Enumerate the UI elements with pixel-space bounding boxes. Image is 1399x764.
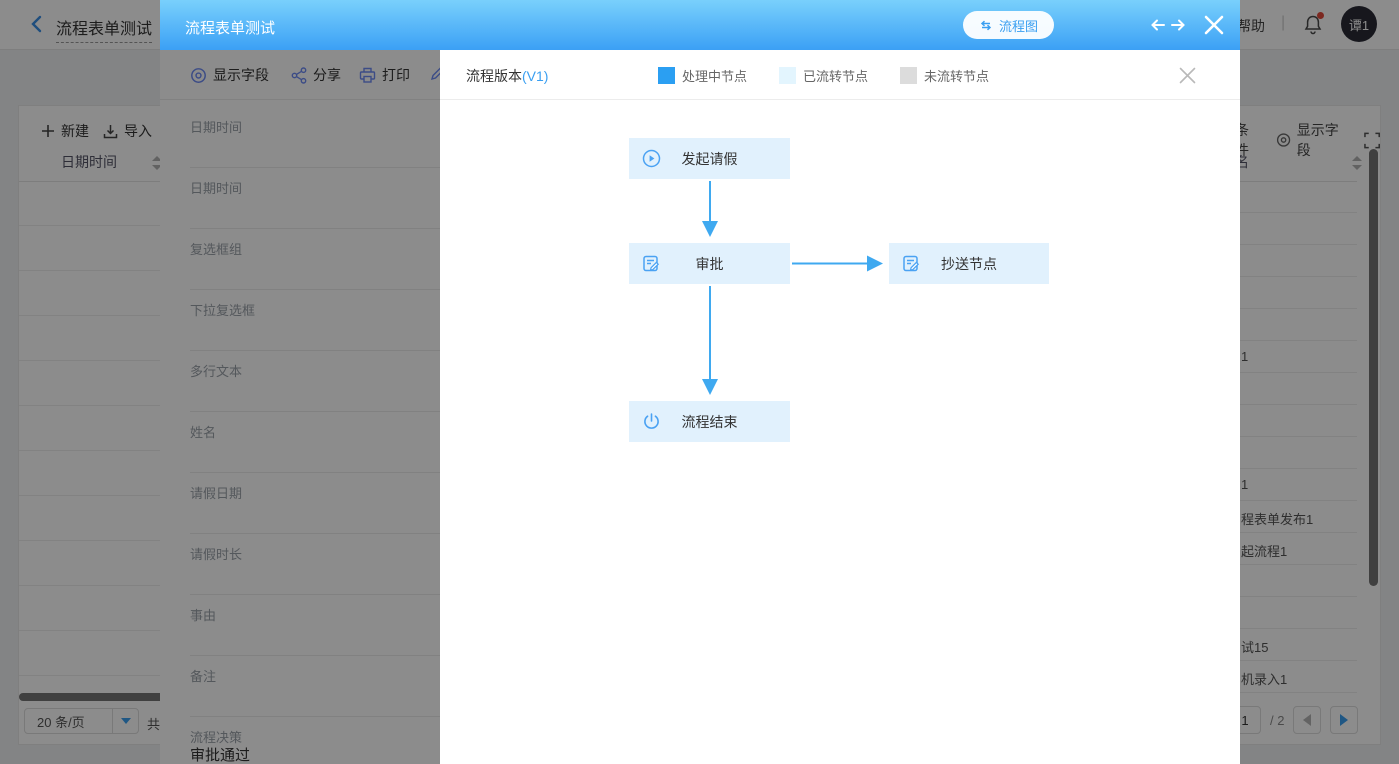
flow-chart-modal: 流程版本(V1) 处理中节点 已流转节点 未流转节点	[440, 50, 1240, 764]
help-link[interactable]: 帮助	[1237, 18, 1265, 34]
field-label: 复选框组	[190, 242, 243, 257]
sort-icon[interactable]	[1351, 156, 1363, 170]
close-icon	[1204, 15, 1224, 35]
flow-node-cc: 抄送节点	[889, 243, 1049, 284]
field-label: 日期时间	[190, 181, 243, 196]
close-icon	[1179, 67, 1196, 84]
field-label: 请假日期	[190, 486, 243, 501]
play-circle-icon	[642, 149, 661, 168]
flow-legend: 处理中节点 已流转节点 未流转节点	[658, 50, 989, 100]
field-label: 下拉复选框	[190, 303, 256, 318]
table-cell: 1	[1241, 477, 1249, 492]
import-icon	[103, 124, 118, 138]
share-icon	[291, 66, 307, 84]
expand-arrows-icon	[1151, 19, 1185, 31]
table-cell: 1	[1241, 349, 1249, 364]
legend-swatch-pending	[900, 66, 918, 84]
sort-icon[interactable]	[151, 156, 163, 170]
flow-node-approval: 审批	[629, 243, 790, 284]
select-caret	[112, 709, 138, 733]
flow-node-label: 抄送节点	[941, 255, 997, 272]
decision-value: 审批通过	[190, 747, 251, 764]
legend-item-passed: 已流转节点	[779, 66, 868, 85]
horizontal-scrollbar[interactable]	[19, 693, 167, 701]
legend-swatch-processing	[658, 66, 675, 84]
import-button[interactable]: 导入	[103, 118, 152, 144]
prev-page-button[interactable]	[1293, 706, 1322, 734]
share-button[interactable]: 分享	[291, 65, 341, 85]
total-pages-label: / 2	[1270, 712, 1285, 728]
eye-icon	[190, 67, 207, 84]
field-label: 事由	[190, 608, 217, 623]
show-fields-button[interactable]: 显示字段	[190, 65, 269, 85]
field-label: 日期时间	[190, 120, 243, 135]
field-label: 备注	[190, 669, 217, 684]
page-size-value: 20 条/页	[37, 714, 85, 730]
panel-close-button[interactable]	[1202, 13, 1226, 37]
panel-title: 流程表单测试	[185, 20, 276, 37]
field-label: 多行文本	[190, 364, 243, 379]
legend-item-processing: 处理中节点	[658, 66, 747, 85]
notification-bell[interactable]	[1303, 12, 1324, 36]
field-label: 流程决策	[190, 730, 243, 745]
caret-down-icon	[120, 718, 131, 724]
fullscreen-icon[interactable]	[1364, 132, 1380, 149]
page-size-select[interactable]: 20 条/页	[24, 708, 139, 734]
legend-item-pending: 未流转节点	[900, 66, 989, 85]
total-count-label: 共	[147, 717, 161, 732]
flow-chart-button[interactable]: 流程图	[963, 11, 1055, 39]
plus-icon	[42, 125, 54, 137]
edit-doc-icon	[642, 254, 661, 273]
eye-icon	[1276, 133, 1290, 147]
legend-swatch-passed	[779, 66, 797, 84]
edit-doc-icon	[902, 254, 921, 273]
field-label: 请假时长	[190, 547, 243, 562]
show-fields-button[interactable]: 显示字段	[1276, 120, 1350, 160]
flow-chart-button-label: 流程图	[999, 18, 1039, 34]
prev-icon	[1303, 714, 1312, 726]
notification-dot	[1317, 12, 1324, 19]
panel-header: 流程表单测试 流程图	[160, 0, 1240, 50]
vertical-scrollbar[interactable]	[1369, 149, 1378, 586]
flow-node-label: 流程结束	[681, 413, 738, 430]
chevron-left-icon	[31, 15, 42, 33]
flow-node-label: 发起请假	[681, 150, 738, 167]
new-record-button[interactable]: 新建	[41, 118, 89, 144]
power-icon	[642, 412, 661, 431]
expand-panel-button[interactable]	[1150, 15, 1186, 35]
print-button[interactable]: 打印	[359, 65, 410, 85]
pagination: 1 / 2	[1229, 706, 1359, 734]
table-cell: 起流程1	[1241, 544, 1288, 559]
flow-modal-header: 流程版本(V1) 处理中节点 已流转节点 未流转节点	[440, 50, 1240, 100]
print-icon	[359, 67, 376, 84]
table-cell: 试15	[1241, 640, 1269, 655]
table-rows-left	[19, 181, 169, 693]
flow-node-end: 流程结束	[629, 401, 790, 442]
avatar[interactable]: 谭1	[1341, 6, 1377, 42]
flow-version-value[interactable]: (V1)	[522, 68, 549, 84]
bell-icon	[1304, 15, 1322, 35]
table-cell: 程表单发布1	[1241, 512, 1314, 527]
field-label: 姓名	[190, 425, 217, 440]
flow-switch-icon	[980, 20, 992, 30]
flow-node-label: 审批	[695, 255, 724, 272]
navbar-divider: |	[1281, 14, 1286, 31]
page-title: 流程表单测试	[56, 15, 153, 43]
back-button[interactable]	[28, 14, 46, 34]
table-cell: 机录入1	[1241, 672, 1288, 687]
flow-version: 流程版本(V1)	[466, 68, 549, 84]
flow-node-start: 发起请假	[629, 138, 790, 179]
next-icon	[1340, 714, 1349, 726]
next-page-button[interactable]	[1330, 706, 1359, 734]
flow-connectors	[702, 181, 883, 395]
column-header-datetime: 日期时间	[61, 154, 117, 170]
flow-modal-close-button[interactable]	[1178, 66, 1197, 85]
